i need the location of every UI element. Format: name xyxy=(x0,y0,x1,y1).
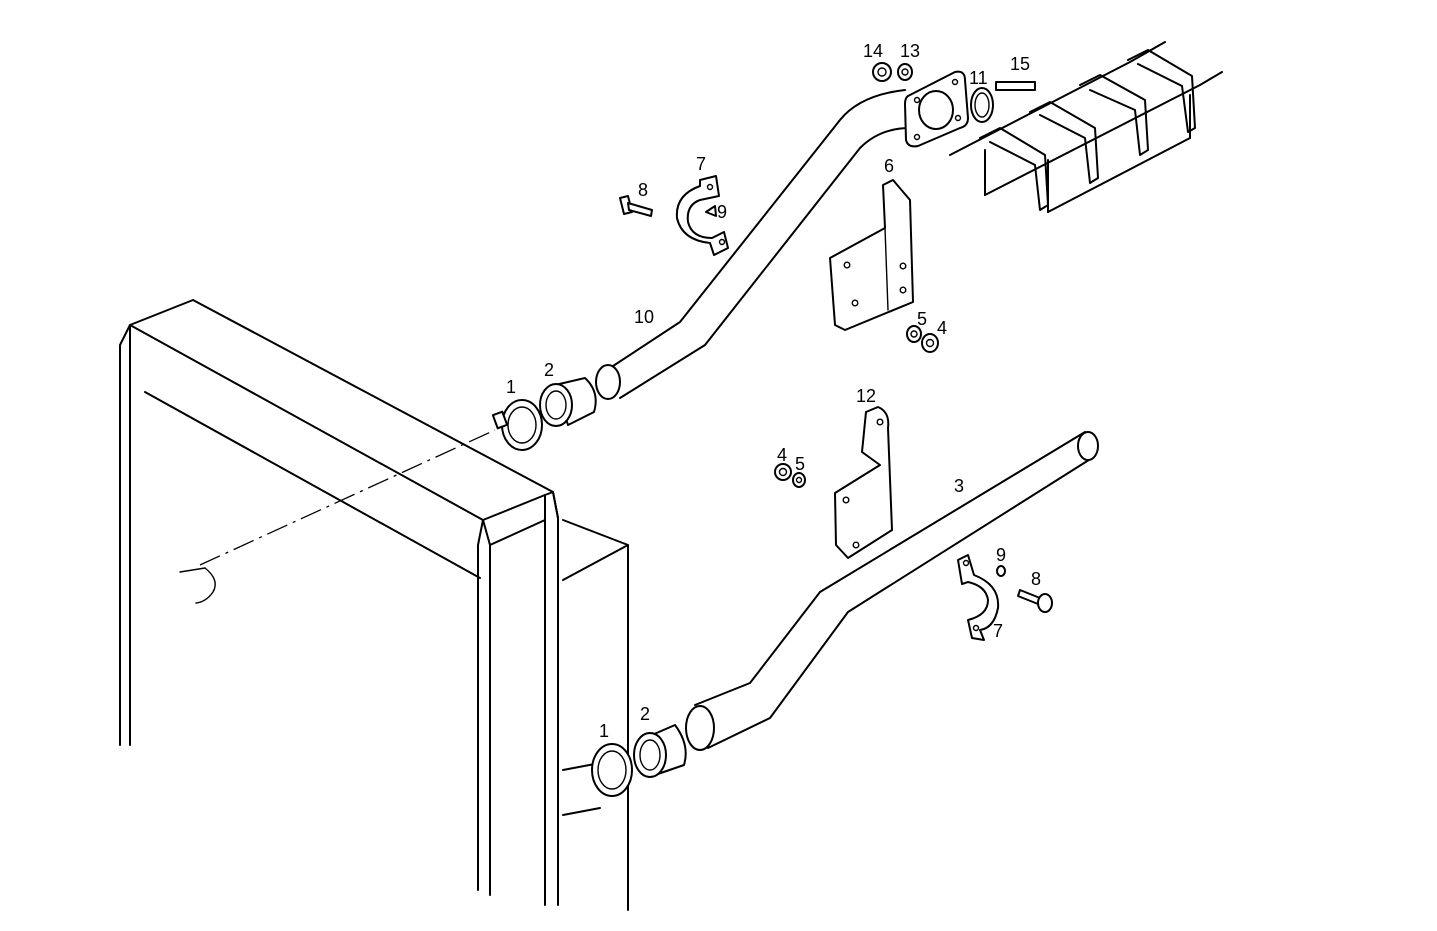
callout-8-lower: 8 xyxy=(1031,569,1041,589)
pipe-clamp-upper xyxy=(675,175,729,256)
washer-13 xyxy=(897,63,913,81)
radiator xyxy=(119,299,629,911)
bracket-lower xyxy=(834,406,893,559)
lower-hose-clamp xyxy=(591,743,633,797)
callout-11: 11 xyxy=(969,68,988,88)
callout-8-upper: 8 xyxy=(638,180,648,200)
gasket-ring-11 xyxy=(970,87,994,123)
callout-9-upper: 9 xyxy=(717,202,727,222)
callout-7-lower: 7 xyxy=(993,621,1003,641)
washer-lower xyxy=(996,565,1006,577)
callout-labels: 14 13 11 15 7 8 9 6 10 5 4 1 2 12 4 5 3 … xyxy=(506,41,1041,741)
callout-2-lower: 2 xyxy=(640,704,650,724)
bolt-lower xyxy=(1017,589,1053,613)
callout-5-lower: 5 xyxy=(795,454,805,474)
callout-4-upper: 4 xyxy=(937,318,947,338)
washer-upper xyxy=(705,205,717,217)
callout-7-upper: 7 xyxy=(696,154,706,174)
nut-14 xyxy=(872,62,892,82)
callout-14: 14 xyxy=(863,41,883,61)
upper-hose-sleeve xyxy=(539,377,597,427)
callout-3: 3 xyxy=(954,476,964,496)
bolt-upper xyxy=(619,195,653,217)
washer-5-lower xyxy=(792,472,806,488)
nut-4-lower xyxy=(774,463,792,481)
nut-4-upper xyxy=(921,333,939,353)
lower-pipe xyxy=(685,431,1099,751)
callout-9-lower: 9 xyxy=(996,545,1006,565)
callout-15: 15 xyxy=(1010,54,1030,74)
upper-pipe xyxy=(595,70,969,400)
callout-6: 6 xyxy=(884,156,894,176)
callout-12: 12 xyxy=(856,386,876,406)
callout-2-upper: 2 xyxy=(544,360,554,380)
pipe-clamp-lower xyxy=(957,554,1000,641)
lower-hose-sleeve xyxy=(633,724,687,778)
upper-hose-clamp xyxy=(491,399,543,451)
engine-manifold xyxy=(949,41,1223,213)
bracket-upper xyxy=(829,179,914,331)
callout-1-lower: 1 xyxy=(599,721,609,741)
callout-5-upper: 5 xyxy=(917,309,927,329)
callout-10: 10 xyxy=(634,307,654,327)
stud-15 xyxy=(995,81,1036,91)
washer-5-upper xyxy=(906,325,922,343)
callout-1-upper: 1 xyxy=(506,377,516,397)
callout-4-lower: 4 xyxy=(777,445,787,465)
callout-13: 13 xyxy=(900,41,920,61)
